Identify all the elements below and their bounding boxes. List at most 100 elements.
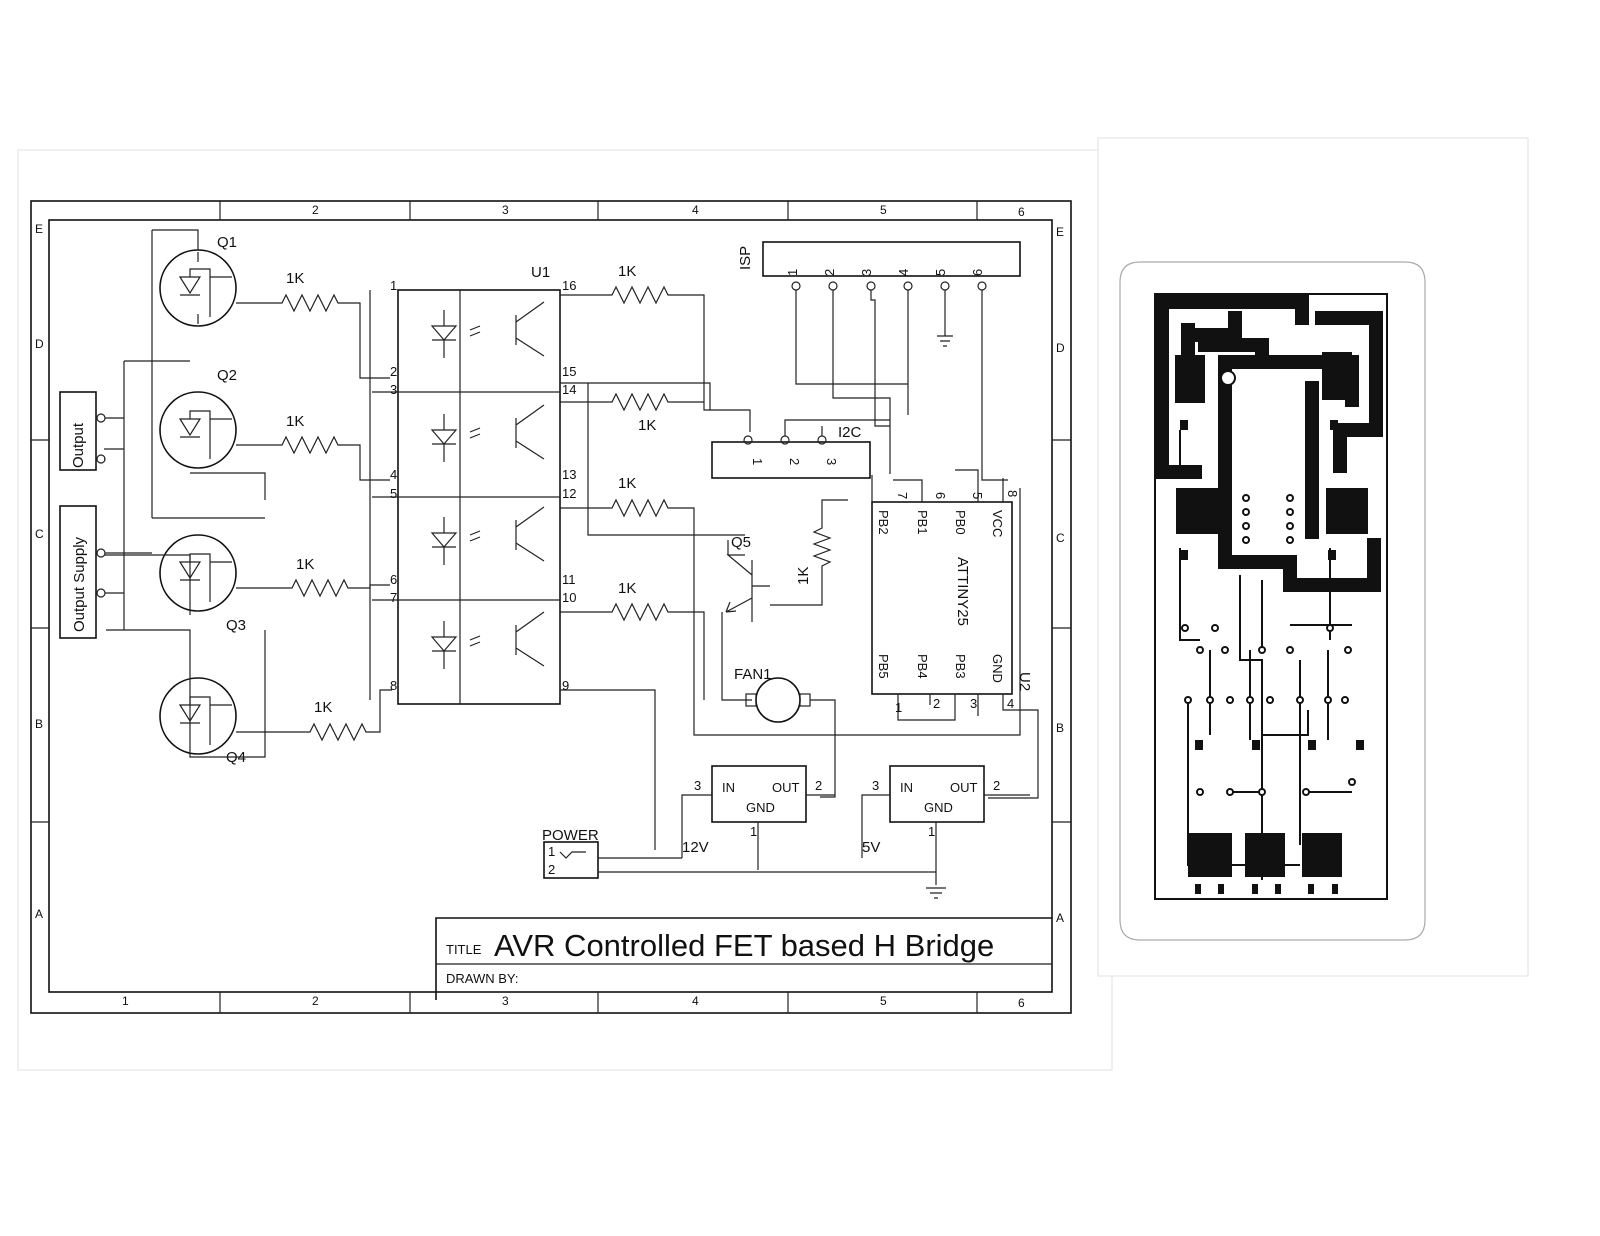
u1-pin: 10 <box>562 590 576 605</box>
resistor-value: 1K <box>618 475 636 492</box>
u1-pin: 2 <box>390 364 397 379</box>
reg-pin: 1 <box>750 824 757 839</box>
q2-label: Q2 <box>217 367 237 384</box>
q1-label: Q1 <box>217 234 237 251</box>
mcu-pin-name: PB1 <box>915 510 930 535</box>
mosfet-q2: Q2 <box>159 367 237 469</box>
grid-row-label: C <box>35 527 44 541</box>
reg-pin: 3 <box>694 778 701 793</box>
mcu-pin-number: 8 <box>1005 490 1020 497</box>
grid-col-label: 2 <box>312 994 319 1008</box>
attiny25-ic: ATTINY25 U2 PB2 PB1 PB0 VCC PB5 PB4 PB3 … <box>770 469 1039 799</box>
grid-col-label: 5 <box>880 203 887 217</box>
isp-pin: 1 <box>785 269 800 276</box>
grid-col-label: 3 <box>502 203 509 217</box>
collector-resistors: 1K 1K 1K 1K <box>560 263 1021 850</box>
isp-pin: 4 <box>896 269 911 276</box>
u1-pin: 7 <box>390 590 397 605</box>
mcu-pin-name: PB2 <box>876 510 891 535</box>
mcu-pin-name: VCC <box>990 510 1005 537</box>
reg-in: IN <box>722 780 735 795</box>
mcu-pin-name: GND <box>990 654 1005 683</box>
pcb-layout <box>1119 261 1426 941</box>
power-pin: 1 <box>548 844 555 859</box>
resistor-value: 1K <box>314 699 332 716</box>
grid-row-label: E <box>35 222 43 236</box>
resistor-value: 1K <box>296 556 314 573</box>
schematic-drawing: 2 3 4 5 6 1 2 3 4 5 6 E D C B A E D C B … <box>30 200 1072 1014</box>
title-field-label: TITLE <box>446 942 482 957</box>
grid-row-label: C <box>1056 531 1065 545</box>
grid-row-label: B <box>35 717 43 731</box>
outer-frame <box>30 200 1072 1014</box>
i2c-pin: 2 <box>787 458 802 465</box>
optocoupler-u1: U1 1 2 3 4 5 6 7 8 16 15 14 <box>369 264 576 705</box>
reg-pin: 3 <box>872 778 879 793</box>
grid-row-label: B <box>1056 721 1064 735</box>
output-label: Output <box>70 422 87 468</box>
isp-pin: 3 <box>859 269 874 276</box>
regulator-12v: IN OUT GND 3 2 1 12V <box>681 765 835 870</box>
u1-pin: 5 <box>390 486 397 501</box>
grid-col-label: 6 <box>1018 996 1025 1010</box>
reg-out: OUT <box>772 780 800 795</box>
reg-pin: 2 <box>993 778 1000 793</box>
reg-out: OUT <box>950 780 978 795</box>
grid-col-label: 4 <box>692 203 699 217</box>
u1-pin: 8 <box>390 678 397 693</box>
mcu-pin-number: 5 <box>970 492 985 499</box>
grid-col-label: 2 <box>312 203 319 217</box>
grid-col-label: 6 <box>1018 205 1025 219</box>
grid-row-label: D <box>1056 341 1065 355</box>
u1-pin: 1 <box>390 278 397 293</box>
isp-pin: 6 <box>970 269 985 276</box>
q5-label: Q5 <box>731 534 751 551</box>
grid-col-label: 3 <box>502 994 509 1008</box>
u1-pin: 4 <box>390 467 397 482</box>
title-block: TITLE AVR Controlled FET based H Bridge … <box>435 917 1052 1000</box>
i2c-pin: 3 <box>824 458 839 465</box>
mcu-pin-name: PB3 <box>953 654 968 679</box>
mcu-ref: U2 <box>1016 672 1033 691</box>
drawn-by-label: DRAWN BY: <box>446 971 518 986</box>
u1-pin: 12 <box>562 486 576 501</box>
mcu-pin-name: PB4 <box>915 654 930 679</box>
grid-row-label: A <box>35 907 43 921</box>
power-connector: 1 2 POWER <box>542 827 936 879</box>
pcb-copper-traces <box>1155 295 1383 877</box>
u1-pin: 14 <box>562 382 576 397</box>
u1-pin: 13 <box>562 467 576 482</box>
mcu-pin-name: PB0 <box>953 510 968 535</box>
isp-header: ISP 1 2 3 4 5 6 <box>737 241 1021 481</box>
reg-gnd: GND <box>924 800 953 815</box>
mcu-pin-number: 4 <box>1007 696 1014 711</box>
u1-pin: 16 <box>562 278 576 293</box>
u1-pin: 9 <box>562 678 569 693</box>
inner-frame <box>48 219 1053 993</box>
mcu-pin-number: 6 <box>933 492 948 499</box>
schematic-sheet <box>17 149 1113 1071</box>
mcu-pin-number: 7 <box>895 492 910 499</box>
output-connector: Output <box>59 391 124 471</box>
reg-pin: 2 <box>815 778 822 793</box>
grid-col-label: 1 <box>122 994 129 1008</box>
power-label: POWER <box>542 827 599 844</box>
resistor-value: 1K <box>638 417 656 434</box>
reg-gnd: GND <box>746 800 775 815</box>
transistor-q5: Q5 <box>721 534 770 701</box>
reg-in: IN <box>900 780 913 795</box>
mosfet-q3: Q3 <box>159 534 246 634</box>
fan-motor: FAN1 <box>734 666 836 798</box>
mcu-pin-name: PB5 <box>876 654 891 679</box>
i2c-label: I2C <box>838 424 862 441</box>
u1-pin: 6 <box>390 572 397 587</box>
schematic-title: AVR Controlled FET based H Bridge <box>494 928 994 963</box>
grid-row-label: A <box>1056 911 1064 925</box>
isp-pin: 5 <box>933 269 948 276</box>
mcu-name: ATTINY25 <box>954 557 971 626</box>
u1-pin: 15 <box>562 364 576 379</box>
u1-pin: 11 <box>562 572 576 587</box>
pcb-fine-traces <box>1179 420 1364 894</box>
reg-pin: 1 <box>928 824 935 839</box>
